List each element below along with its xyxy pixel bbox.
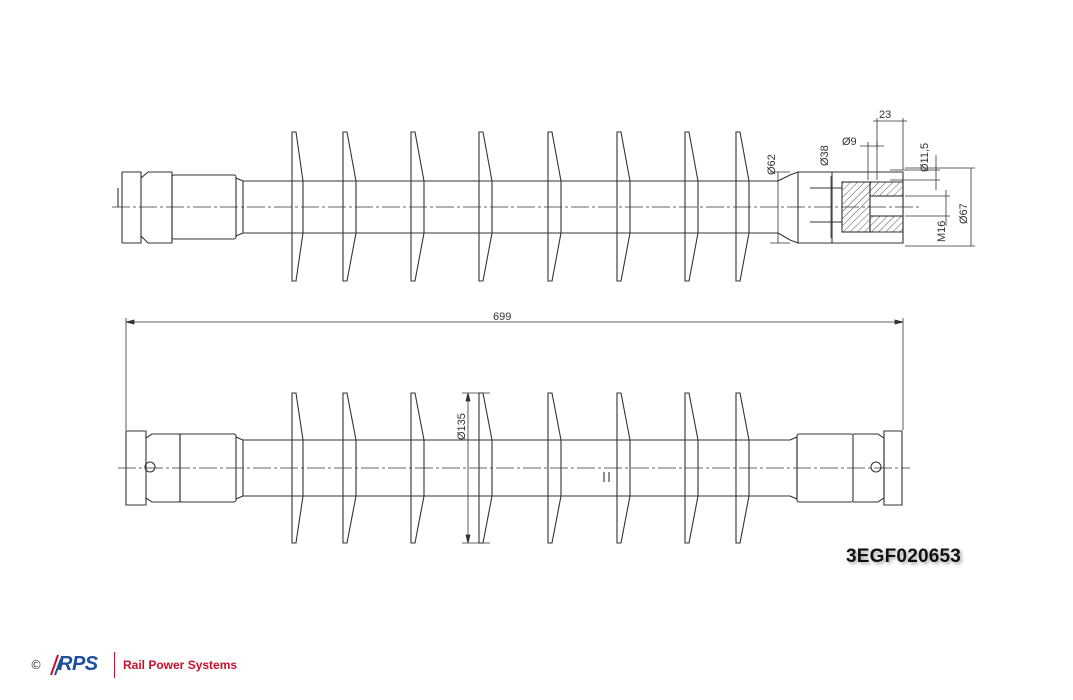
copyright-symbol: © [30,658,42,672]
part-code: 3EGF020653 [846,546,962,567]
top-insulator-view [117,131,904,282]
logo-mark-icon [50,654,62,676]
company-name: Rail Power Systems [123,658,238,672]
dim-d11-5: Ø11,5 [919,143,931,172]
dim-d135: Ø135 [456,413,468,440]
dim-d38: Ø38 [819,145,831,166]
dim-d9: Ø9 [842,136,857,148]
dim-m16: M16 [936,221,948,242]
dim-length: 699 [493,311,511,323]
footer: © RPS Rail Power Systems [30,652,237,678]
dim-d62: Ø62 [766,154,778,175]
dim-23: 23 [879,109,891,121]
top-sheds [291,131,750,282]
length-dimension [125,318,904,430]
rps-logo: RPS [48,653,110,677]
dim-d67: Ø67 [958,203,970,224]
shed-diameter-dimension [462,392,490,544]
logo-text: RPS [58,653,98,675]
top-dimension-labels: Ø62 Ø38 Ø9 23 Ø11,5 M16 Ø67 [766,109,970,242]
top-dimension-lines [770,118,975,247]
bottom-sheds [291,392,750,544]
logo-divider [114,652,115,678]
